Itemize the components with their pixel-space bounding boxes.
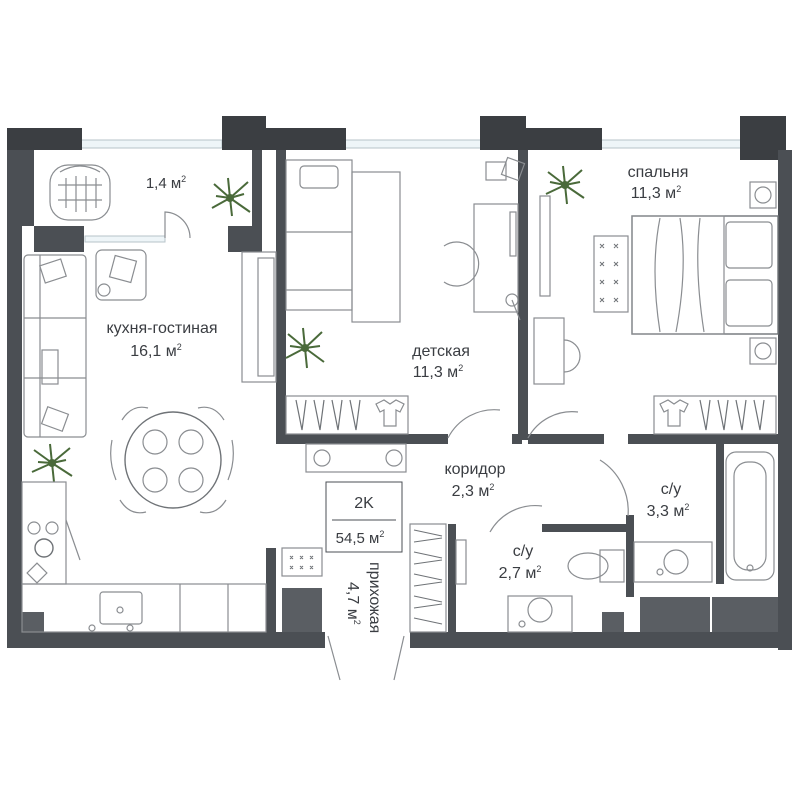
wardrobe-icon — [285, 395, 409, 435]
armchair-icon — [49, 164, 111, 221]
room-name-bath-1: с/у — [513, 543, 533, 560]
room-area-balcony: 1,4 м2 — [146, 174, 186, 192]
walls — [7, 116, 792, 650]
plant-icon-3 — [285, 327, 325, 369]
bathtub-icon — [725, 451, 775, 581]
tv-cabinet — [241, 251, 277, 383]
plant-icon-4 — [545, 165, 585, 205]
room-area-kids: 11,3 м2 — [413, 363, 463, 381]
apartment-type: 2K — [354, 495, 374, 512]
room-area-corridor: 2,3 м2 — [452, 482, 495, 500]
sink-icon-3 — [507, 595, 573, 633]
room-name-corridor: коридор — [444, 461, 505, 478]
bedroom-door-swing — [527, 411, 579, 439]
room-area-bath-1: 2,7 м2 — [499, 564, 542, 582]
stove-icon — [281, 547, 323, 577]
wardrobe-icon-3 — [409, 523, 447, 633]
sink-icon — [88, 591, 143, 632]
room-name-bedroom: спальня — [628, 164, 689, 181]
room-area-hallway: 4,7 м2 — [344, 582, 362, 625]
kids-door-swing — [447, 409, 501, 439]
plant-icon-2 — [31, 443, 73, 483]
room-name-kids: детская — [412, 343, 470, 360]
desk-icon — [443, 156, 526, 321]
room-name-hallway: прихожая — [366, 562, 383, 633]
kitchen-counter — [21, 481, 267, 633]
tshirt-icon — [375, 399, 405, 427]
sink-icon-2 — [633, 541, 713, 583]
entrance-door-swing — [327, 635, 405, 681]
wardrobe-icon-2 — [653, 395, 777, 435]
towel-rail — [455, 539, 467, 585]
total-area: 54,5 м2 — [336, 529, 385, 547]
room-area-bath-2: 3,3 м2 — [647, 502, 690, 520]
vanity-icon — [533, 195, 581, 385]
bath1-door-swing — [489, 504, 543, 533]
bath2-door-swing — [599, 459, 629, 517]
dining-table-icon — [110, 406, 234, 514]
armchair-icon-2 — [95, 249, 147, 301]
room-name-bath-2: с/у — [661, 481, 681, 498]
sofa-icon — [23, 254, 87, 438]
plant-icon — [211, 177, 251, 217]
room-area-bedroom: 11,3 м2 — [631, 184, 681, 202]
balcony-door-swing — [164, 211, 191, 239]
room-area-kitchen-living: 16,1 м2 — [130, 342, 182, 360]
room-name-kitchen-living: кухня-гостиная — [106, 320, 217, 337]
apartment-summary — [325, 481, 403, 553]
bed-icon — [285, 159, 401, 323]
bed-icon-2 — [593, 181, 779, 365]
washer-icon — [305, 443, 407, 473]
toilet-icon — [567, 549, 625, 583]
